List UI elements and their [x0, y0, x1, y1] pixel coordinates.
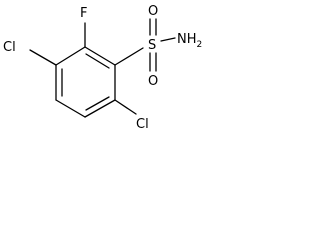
bond-c-cl-left — [29, 49, 57, 66]
amine-label-subscript: 2 — [197, 40, 203, 50]
chlorine-label-left: Cl — [3, 40, 16, 55]
bond-c-s — [114, 47, 144, 66]
chemical-structure-diagram: F Cl Cl S O O NH2 — [3, 4, 202, 132]
oxygen-label-bottom: O — [148, 74, 158, 89]
benzene-ring — [55, 46, 116, 118]
ring-bond-c4-c5 — [55, 99, 86, 118]
ring-bond-c1-c2 — [84, 46, 116, 66]
oxygen-label-top: O — [148, 4, 158, 19]
fluorine-label: F — [80, 6, 87, 21]
ring-double-bond-c1-c2 — [85, 53, 110, 69]
bond-s-n — [160, 37, 176, 42]
amine-label: NH2 — [177, 32, 202, 50]
bond-c-cl-bottom — [114, 99, 137, 115]
sulfur-label: S — [148, 38, 156, 53]
ring-bond-c3-c4 — [84, 99, 116, 118]
ring-bond-c6-c1 — [55, 46, 86, 66]
chlorine-label-bottom: Cl — [136, 117, 149, 132]
ring-double-bond-c3-c4 — [85, 96, 110, 111]
amine-label-main: NH — [177, 32, 197, 47]
